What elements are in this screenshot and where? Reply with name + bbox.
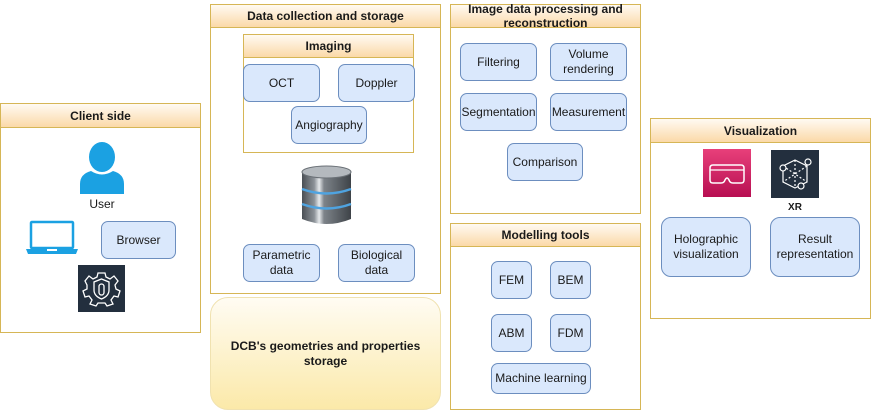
xr-label: XR: [788, 202, 802, 213]
volume-rendering-node[interactable]: Volume rendering: [550, 43, 627, 81]
segmentation-node[interactable]: Segmentation: [460, 93, 537, 131]
modelling-tools-panel: Modelling tools FEM BEM ABM FDM Machine …: [450, 223, 641, 410]
oct-node[interactable]: OCT: [243, 64, 320, 102]
client-side-panel: Client side User Browser: [0, 103, 201, 333]
visualization-panel: Visualization XR Holographic visualizati…: [650, 118, 871, 319]
user-icon: [80, 142, 124, 194]
comparison-node[interactable]: Comparison: [507, 143, 583, 181]
client-side-title: Client side: [1, 104, 200, 128]
dcb-storage-box: DCB's geometries and properties storage: [210, 297, 441, 410]
xr-cube-icon: [771, 150, 819, 198]
image-processing-panel: Image data processing and reconstruction…: [450, 2, 641, 214]
data-collection-panel: Data collection and storage Imaging OCT …: [210, 4, 441, 294]
data-collection-title: Data collection and storage: [211, 5, 440, 28]
fdm-node[interactable]: FDM: [550, 314, 591, 352]
result-representation-node[interactable]: Result representation: [770, 217, 860, 277]
database-icon: [301, 165, 352, 224]
filtering-node[interactable]: Filtering: [460, 43, 537, 81]
doppler-node[interactable]: Doppler: [338, 64, 415, 102]
vr-headset-icon: [703, 149, 751, 197]
browser-node[interactable]: Browser: [101, 221, 176, 259]
holographic-visualization-node[interactable]: Holographic visualization: [661, 217, 751, 277]
laptop-icon: [26, 220, 78, 254]
user-label: User: [89, 197, 115, 211]
parametric-data-node[interactable]: Parametric data: [243, 244, 320, 282]
imaging-title: Imaging: [244, 35, 413, 58]
measurement-node[interactable]: Measurement: [550, 93, 627, 131]
abm-node[interactable]: ABM: [491, 314, 532, 352]
visualization-title: Visualization: [651, 119, 870, 143]
bem-node[interactable]: BEM: [550, 261, 591, 299]
image-processing-title: Image data processing and reconstruction: [451, 2, 640, 30]
biological-data-node[interactable]: Biological data: [338, 244, 415, 282]
imaging-panel: Imaging OCT Doppler Angiography: [243, 34, 415, 153]
security-gear-icon: [78, 265, 125, 312]
fem-node[interactable]: FEM: [491, 261, 532, 299]
modelling-tools-title: Modelling tools: [451, 224, 640, 247]
machine-learning-node[interactable]: Machine learning: [491, 363, 591, 394]
angiography-node[interactable]: Angiography: [291, 106, 367, 144]
